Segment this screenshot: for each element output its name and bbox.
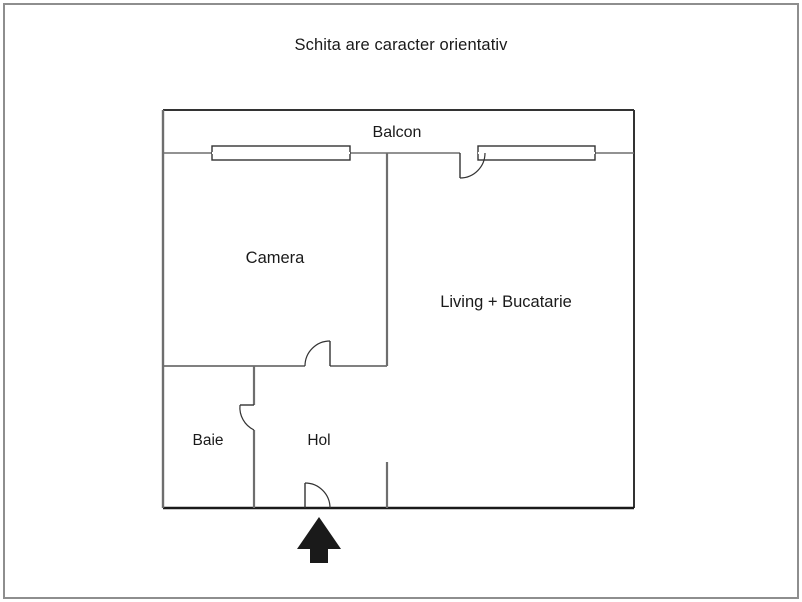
interior-walls xyxy=(163,153,389,508)
door-entrance xyxy=(304,482,331,509)
page-title: Schita are caracter orientativ xyxy=(294,36,508,54)
room-label-hol: Hol xyxy=(307,432,330,449)
window-camera xyxy=(211,145,351,161)
outer-walls xyxy=(161,109,635,510)
room-label-balcon: Balcon xyxy=(373,124,422,141)
entrance-arrow xyxy=(297,517,341,563)
door-balcony-living xyxy=(459,152,486,179)
room-label-baie: Baie xyxy=(192,432,223,449)
room-label-living: Living + Bucatarie xyxy=(440,293,572,311)
door-camera xyxy=(304,340,331,367)
room-label-camera: Camera xyxy=(246,249,306,267)
door-baie xyxy=(239,404,255,431)
window-living xyxy=(477,145,596,161)
